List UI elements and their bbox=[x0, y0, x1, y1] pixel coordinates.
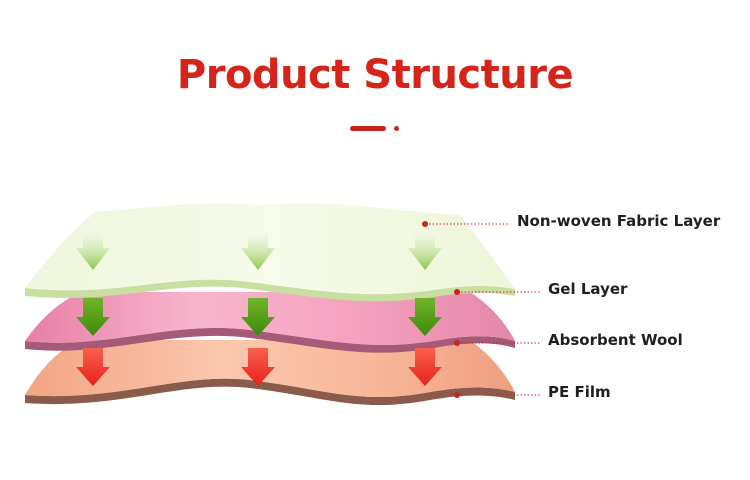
leader-lines bbox=[422, 221, 540, 398]
arrow-down-green-icon bbox=[408, 298, 442, 336]
arrow-down-red-icon bbox=[76, 348, 110, 386]
gel-layer bbox=[25, 279, 515, 302]
arrow-down-light-green-icon bbox=[76, 226, 110, 270]
arrow-down-light-green-icon bbox=[408, 226, 442, 270]
page-title: Product Structure bbox=[176, 52, 574, 98]
arrow-group bbox=[76, 226, 442, 386]
arrow-down-green-icon bbox=[241, 298, 275, 336]
label-gel-layer: Gel Layer bbox=[548, 280, 628, 298]
label-absorbent-wool: Absorbent Wool bbox=[548, 331, 683, 349]
title-underline bbox=[350, 126, 386, 131]
leader-pe-film-dot bbox=[454, 392, 460, 398]
leader-gel-layer-dot bbox=[454, 289, 460, 295]
arrow-down-green-icon bbox=[76, 298, 110, 336]
arrow-down-red-icon bbox=[408, 348, 442, 386]
arrow-down-red-icon bbox=[241, 348, 275, 386]
arrow-down-light-green-icon bbox=[241, 226, 275, 270]
title-underline-dot bbox=[394, 126, 399, 131]
leader-non-woven-fabric-dot bbox=[422, 221, 428, 227]
label-pe-film: PE Film bbox=[548, 383, 611, 401]
label-non-woven-fabric-layer: Non-woven Fabric Layer bbox=[517, 212, 721, 230]
leader-absorbent-wool-dot bbox=[454, 340, 460, 346]
